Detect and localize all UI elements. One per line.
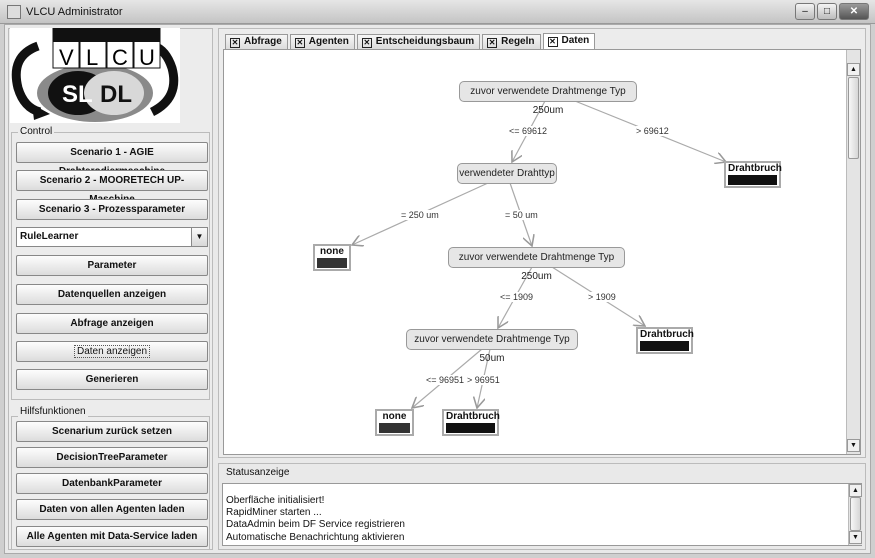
status-label: Statusanzeige [226,467,290,478]
control-group [11,132,210,400]
scroll-up-icon[interactable]: ▲ [849,484,862,497]
load-agents-data-service-button[interactable]: Alle Agenten mit Data-Service laden [16,526,208,547]
datenquellen-button[interactable]: Datenquellen anzeigen [16,284,208,305]
tab-label: Entscheidungsbaum [375,36,475,47]
leaf-label: Drahtbruch [446,411,500,422]
tab-label: Daten [561,35,590,46]
status-line: DataAdmin beim DF Service registrieren [226,519,405,530]
maximize-button[interactable]: □ [817,3,837,20]
daten-anzeigen-label: Daten anzeigen [73,345,151,358]
tab-regeln[interactable]: ✕Regeln [482,34,541,50]
tree-node[interactable]: zuvor verwendete Drahtmenge Typ 250um [448,247,625,282]
svg-text:DL: DL [100,81,132,108]
vlcu-logo: SL DL V L C U [10,27,180,123]
leaf-label: none [382,411,407,422]
tree-leaf-none[interactable]: none [313,244,351,271]
leaf-color-bar [640,341,689,351]
scenario-3-button[interactable]: Scenario 3 - Prozessparameter [16,199,208,220]
logo-letter: V [59,45,74,70]
edge-label: = 250 um [401,210,439,220]
tree-leaf-drahtbruch[interactable]: Drahtbruch [636,327,694,354]
tree-node[interactable]: zuvor verwendete Drahtmenge Typ 250um [459,81,637,116]
edge-label: = 50 um [505,210,538,220]
edge-label: > 69612 [636,126,669,136]
leaf-color-bar [379,423,410,433]
leaf-label: Drahtbruch [640,329,694,340]
help-group [11,416,210,550]
generieren-button[interactable]: Generieren [16,369,208,390]
tree-scrollbar[interactable]: ▲ ▼ [846,50,860,454]
reset-scenario-button[interactable]: Scenarium zurück setzen [16,421,208,442]
help-label: Hilfsfunktionen [18,406,88,417]
app-icon [7,5,21,19]
tab-strip: ✕Abfrage ✕Agenten ✕Entscheidungsbaum ✕Re… [225,33,596,50]
edge-label: > 96951 [467,375,500,385]
status-log[interactable]: Oberfläche initialisiert! RapidMiner sta… [222,483,862,546]
edge-label: <= 1909 [500,292,534,302]
scroll-up-icon[interactable]: ▲ [847,63,860,76]
scroll-thumb[interactable] [850,497,861,531]
svg-text:SL: SL [62,81,93,108]
status-line: RapidMiner starten ... [226,507,322,518]
close-tab-icon[interactable]: ✕ [294,38,305,48]
chevron-down-icon[interactable]: ▼ [191,228,207,246]
close-button[interactable]: ✕ [839,3,869,20]
status-scrollbar[interactable]: ▲ ▼ [848,484,862,545]
scroll-down-icon[interactable]: ▼ [847,439,860,452]
window-title: VLCU Administrator [26,6,123,18]
close-tab-icon[interactable]: ✕ [230,38,240,48]
title-bar: VLCU Administrator – □ ✕ [0,0,875,24]
leaf-color-bar [446,423,495,433]
status-line: Oberfläche initialisiert! [226,495,325,506]
tab-agenten[interactable]: ✕Agenten [289,34,355,50]
tree-leaf-drahtbruch[interactable]: Drahtbruch [442,409,500,436]
minimize-button[interactable]: – [795,3,815,20]
database-parameter-button[interactable]: DatenbankParameter [16,473,208,494]
tab-label: Abfrage [244,36,282,47]
logo-letter: U [139,45,155,70]
leaf-color-bar [728,175,777,185]
leaf-label: Drahtbruch [728,163,782,174]
status-group [218,463,866,550]
tree-leaf-drahtbruch[interactable]: Drahtbruch [724,161,782,188]
leaf-label: none [320,246,344,257]
control-label: Control [18,126,55,137]
leaf-color-bar [317,258,347,268]
tree-leaf-none[interactable]: none [375,409,414,436]
tree-node[interactable]: zuvor verwendete Drahtmenge Typ 50um [406,329,578,364]
scroll-down-icon[interactable]: ▼ [849,531,862,544]
decision-tree-parameter-button[interactable]: DecisionTreeParameter [16,447,208,468]
learner-select[interactable]: RuleLearner ▼ [16,227,208,247]
load-all-agents-data-button[interactable]: Daten von allen Agenten laden [16,499,208,520]
abfrage-button[interactable]: Abfrage anzeigen [16,313,208,334]
daten-anzeigen-button[interactable]: Daten anzeigen [16,341,208,362]
close-tab-icon[interactable]: ✕ [361,38,372,48]
scroll-thumb[interactable] [848,77,859,159]
tab-entscheidungsbaum[interactable]: ✕Entscheidungsbaum [356,34,481,50]
status-line: Automatische Benachrichtung aktivieren [226,532,405,543]
tab-label: Agenten [308,36,349,47]
tab-abfrage[interactable]: ✕ Abfrage [225,34,288,50]
tab-daten[interactable]: ✕Daten [542,33,596,50]
edge-label: > 1909 [588,292,616,302]
edge-label: <= 96951 [426,375,465,385]
parameter-button[interactable]: Parameter [16,255,208,276]
edge-label: <= 69612 [509,126,548,136]
tree-node[interactable]: verwendeter Drahttyp [457,163,557,184]
close-tab-icon[interactable]: ✕ [547,37,558,47]
learner-select-value: RuleLearner [20,231,79,242]
logo-letter: L [86,45,98,70]
tab-label: Regeln [501,36,535,47]
close-tab-icon[interactable]: ✕ [487,38,498,48]
logo-letter: C [112,45,128,70]
